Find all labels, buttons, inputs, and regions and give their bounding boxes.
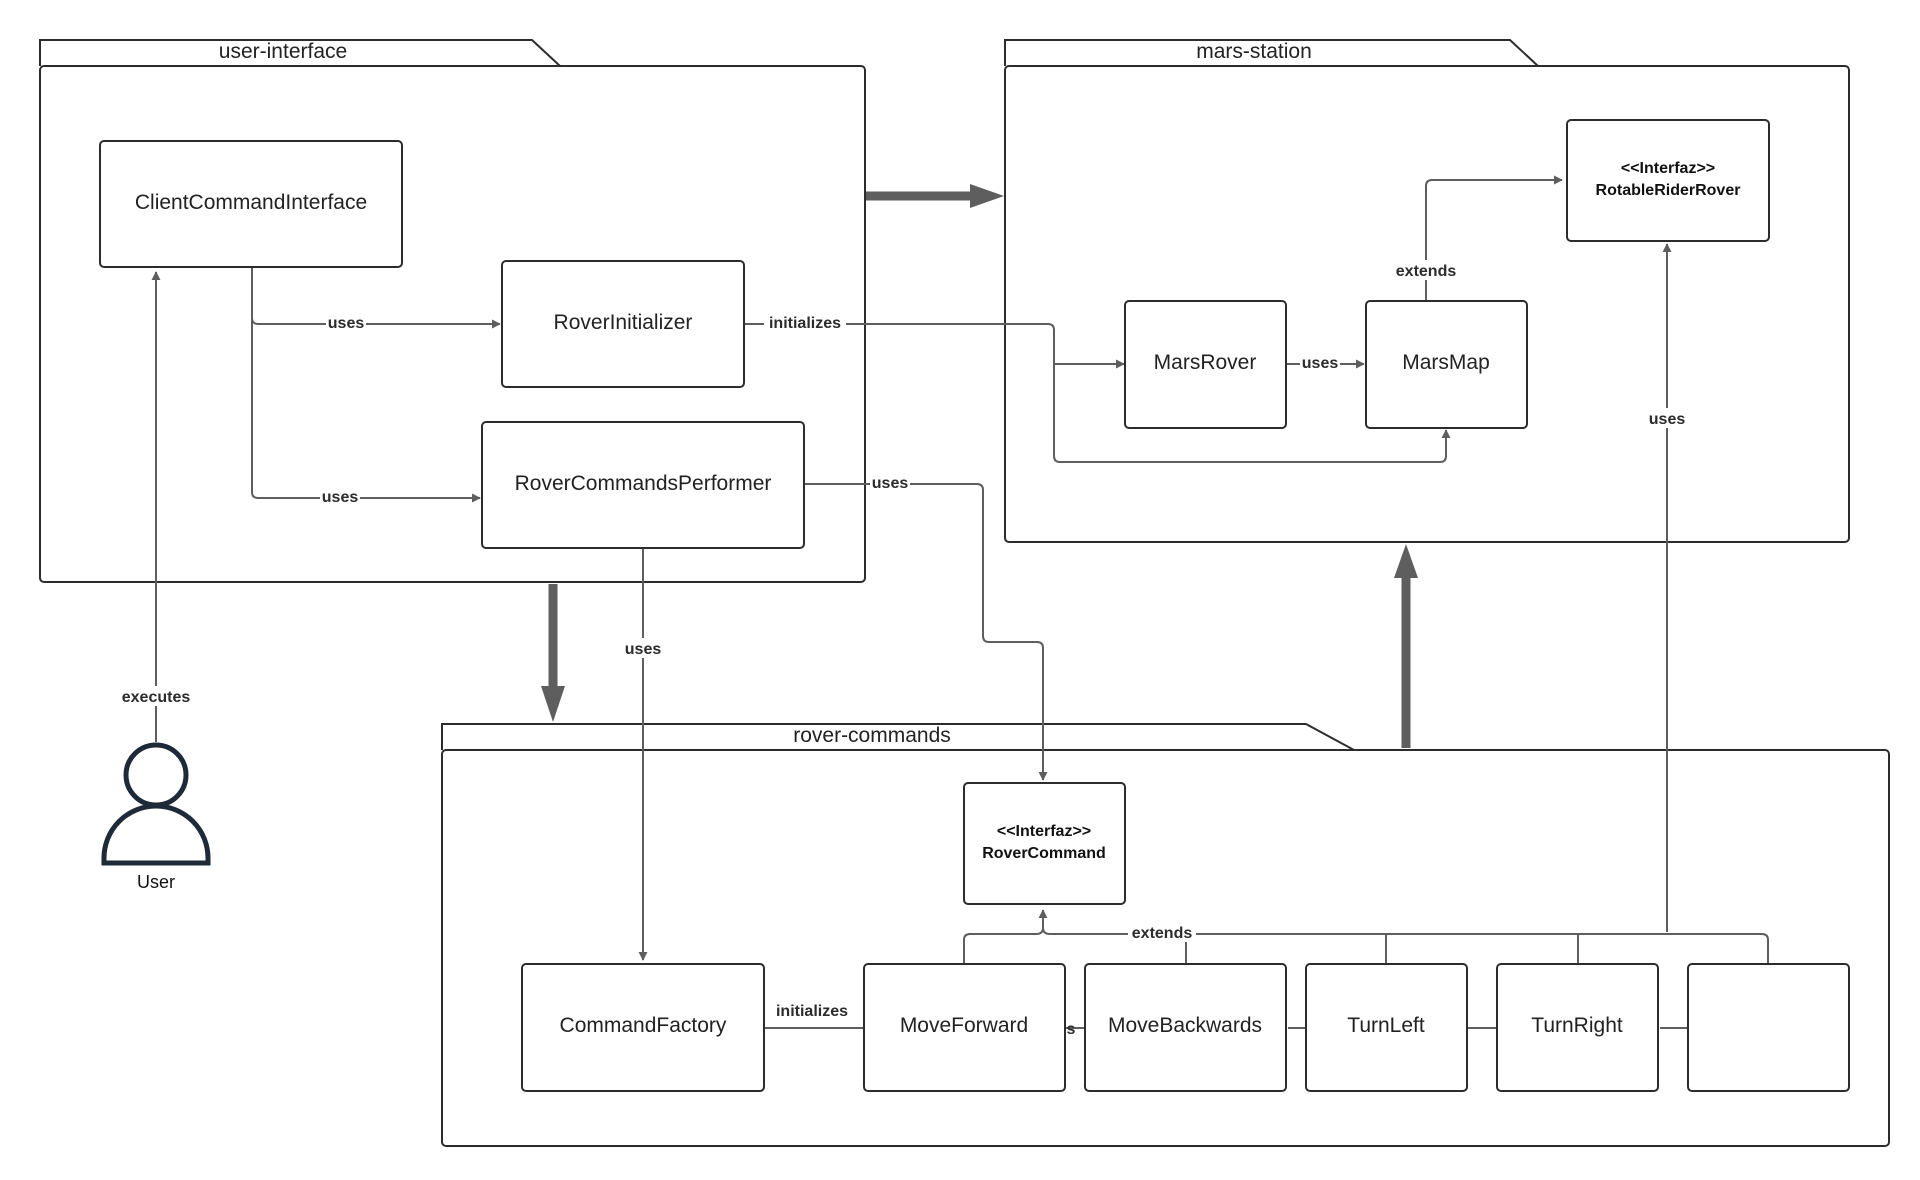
label-partial-s: s xyxy=(1067,1021,1076,1038)
actor-user-label: User xyxy=(137,872,175,892)
class-client-command-interface-label: ClientCommandInterface xyxy=(135,191,367,214)
edge-extends-bus xyxy=(1042,927,1769,964)
label-extends-cmds: extends xyxy=(1132,925,1193,942)
class-move-backwards-label: MoveBackwards xyxy=(1108,1014,1262,1037)
package-mars-station-title: mars-station xyxy=(1196,40,1312,63)
interface-rover-command-stereotype: <<Interfaz>> xyxy=(997,823,1091,840)
label-uses-mr-mm: uses xyxy=(1302,355,1339,372)
class-mars-rover-label: MarsRover xyxy=(1154,351,1257,374)
class-move-forward[interactable]: MoveForward xyxy=(863,963,1066,1092)
actor-user[interactable]: User xyxy=(101,742,211,892)
class-client-command-interface[interactable]: ClientCommandInterface xyxy=(99,140,403,268)
label-initializes-cf: initializes xyxy=(776,1003,848,1020)
class-turn-right[interactable]: TurnRight xyxy=(1496,963,1659,1092)
edge-ri-initializes-mars-map xyxy=(1053,360,1451,463)
label-initializes-ri: initializes xyxy=(769,315,841,332)
class-mars-map[interactable]: MarsMap xyxy=(1365,300,1528,429)
label-uses-rcp-cf: uses xyxy=(625,641,662,658)
edge-cci-uses-rover-commands-performer xyxy=(251,318,481,503)
label-uses-rcp-rc: uses xyxy=(872,475,909,492)
interface-rotable-stereotype: <<Interfaz>> xyxy=(1621,160,1715,177)
class-turn-left-label: TurnLeft xyxy=(1347,1014,1425,1037)
connectors xyxy=(151,175,1769,1029)
class-command-factory[interactable]: CommandFactory xyxy=(521,963,765,1092)
interface-rover-command-name: RoverCommand xyxy=(982,845,1106,862)
class-turn-left[interactable]: TurnLeft xyxy=(1305,963,1468,1092)
dependency-ui-to-mars-station xyxy=(866,184,1004,208)
label-uses-turn-rot: uses xyxy=(1649,411,1686,428)
class-move-backwards[interactable]: MoveBackwards xyxy=(1084,963,1287,1092)
label-extends-mm: extends xyxy=(1396,263,1457,280)
dependency-rover-commands-to-mars-station xyxy=(1394,544,1418,748)
class-mars-rover[interactable]: MarsRover xyxy=(1124,300,1287,429)
label-uses-cci-ri: uses xyxy=(328,315,365,332)
class-mars-map-label: MarsMap xyxy=(1402,351,1490,374)
edge-mars-map-extends-rotable xyxy=(1425,175,1563,300)
interface-rover-command[interactable]: <<Interfaz>> RoverCommand xyxy=(963,782,1126,905)
interface-rotable-name: RotableRiderRover xyxy=(1596,182,1741,199)
class-unnamed-command[interactable] xyxy=(1687,963,1850,1092)
user-icon-head xyxy=(123,742,189,808)
package-rover-commands-title: rover-commands xyxy=(793,724,951,747)
class-rover-commands-performer[interactable]: RoverCommandsPerformer xyxy=(481,421,805,549)
connector-labels: uses uses initializes uses uses uses ext… xyxy=(114,260,1688,1038)
label-executes: executes xyxy=(122,689,191,706)
package-user-interface-title: user-interface xyxy=(219,40,347,63)
class-rover-commands-performer-label: RoverCommandsPerformer xyxy=(515,472,772,495)
label-uses-cci-rcp: uses xyxy=(322,489,359,506)
class-move-forward-label: MoveForward xyxy=(900,1014,1028,1037)
edge-rcp-uses-rover-command xyxy=(804,483,1048,781)
user-icon-body xyxy=(101,803,211,866)
edge-ri-initializes-mars-rover xyxy=(744,323,1125,369)
class-rover-initializer[interactable]: RoverInitializer xyxy=(501,260,745,388)
class-turn-right-label: TurnRight xyxy=(1531,1014,1623,1037)
class-command-factory-label: CommandFactory xyxy=(560,1014,727,1037)
class-rover-initializer-label: RoverInitializer xyxy=(554,311,693,334)
dependency-ui-to-rover-commands xyxy=(541,584,565,722)
interface-rotable-rider-rover[interactable]: <<Interfaz>> RotableRiderRover xyxy=(1566,119,1770,242)
